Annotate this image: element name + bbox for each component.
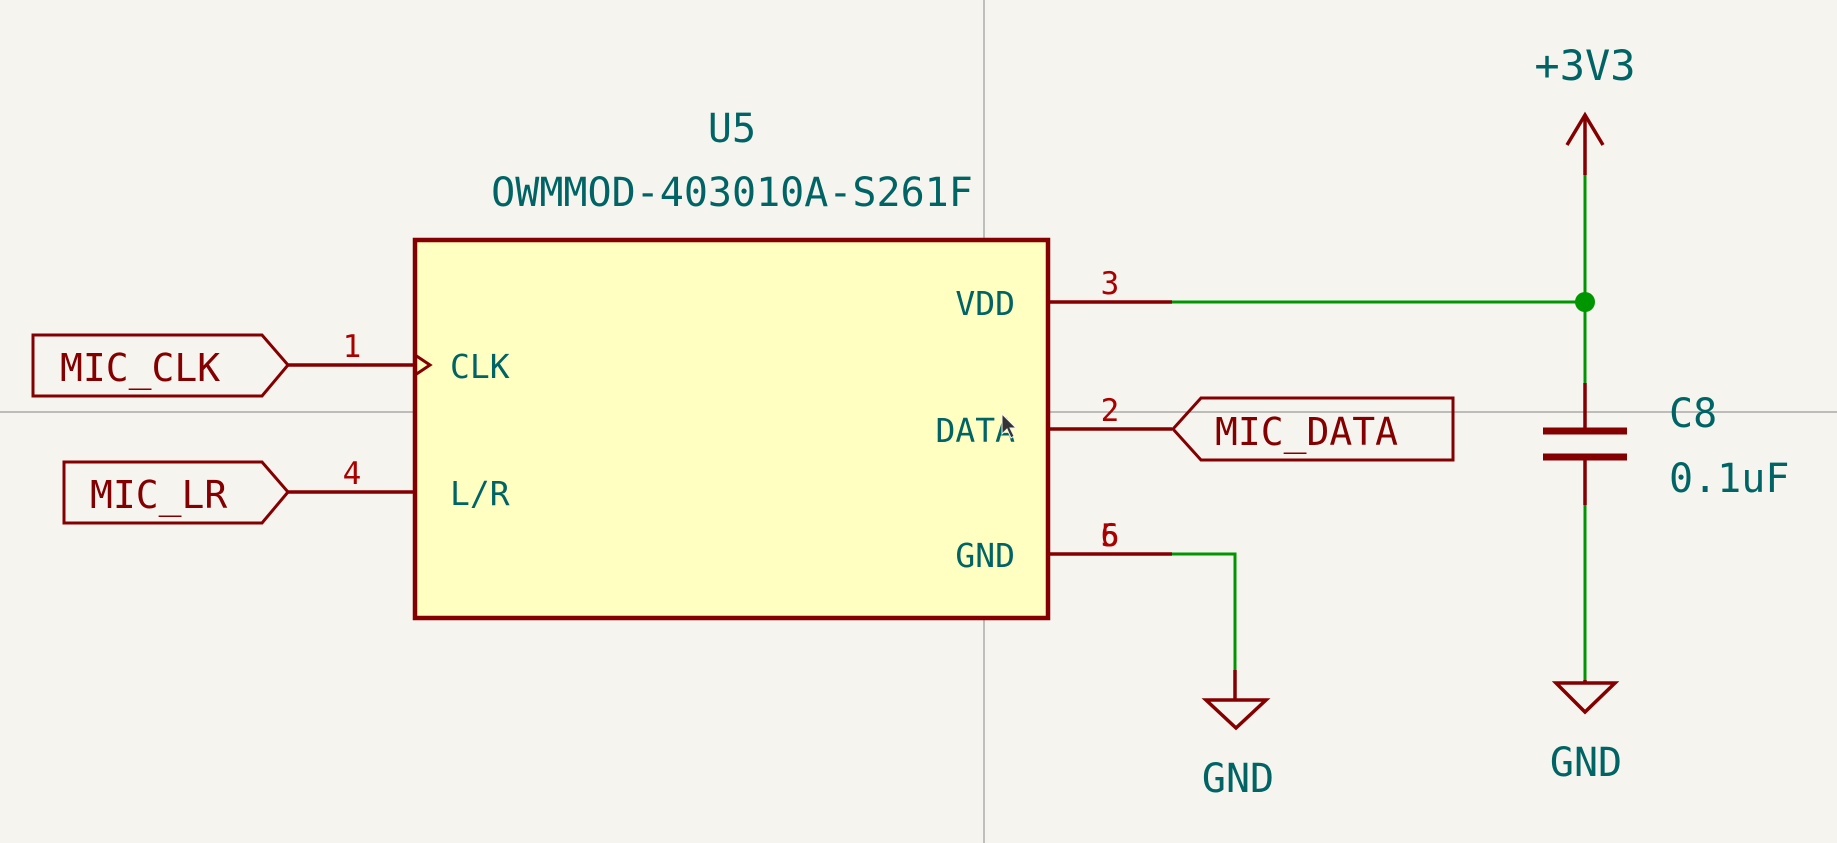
component-body[interactable] [412,237,1051,621]
ground-icon [1551,681,1620,715]
clock-triangle-icon [414,353,433,377]
component-reference[interactable]: U5 [708,106,756,152]
pin-gnd[interactable]: 6 5 GND [955,518,1172,575]
pin-name-vdd: VDD [955,284,1015,323]
pin-name-clk: CLK [450,347,510,386]
pin-clk[interactable]: 1 CLK [287,329,510,386]
pin-lr[interactable]: 4 L/R [287,456,510,513]
wire-gnd[interactable] [1172,552,1237,670]
pin-name-lr: L/R [450,474,510,513]
capacitor-value: 0.1uF [1669,456,1789,502]
gnd-symbol-left[interactable]: GND [1201,670,1274,802]
power-3v3[interactable]: +3V3 [1534,41,1636,175]
pin-number-6: 6 [1101,518,1120,554]
power-3v3-text: +3V3 [1534,41,1635,90]
component-u5[interactable]: U5 OWMMOD-403010A-S261F 1 CLK 4 L/R 3 VD… [287,106,1172,621]
pin-number-5: 5 [1101,518,1120,554]
pin-number-3: 3 [1101,266,1120,302]
pin-name-gnd: GND [955,536,1015,575]
label-mic-lr-text: MIC_LR [90,473,227,518]
junction-dot[interactable] [1575,292,1595,312]
arrow-up-icon [1565,111,1605,146]
label-mic-data-text: MIC_DATA [1215,410,1398,455]
pin-vdd[interactable]: 3 VDD [955,266,1172,323]
label-mic-clk-text: MIC_CLK [60,346,220,391]
capacitor-c8[interactable]: C8 0.1uF [1543,383,1789,505]
gnd-right-text: GND [1550,740,1622,786]
gnd-left-text: GND [1202,756,1274,802]
gnd-symbol-right[interactable]: GND [1550,680,1622,786]
pin-number-1: 1 [343,329,362,365]
mouse-pointer-icon [1001,412,1018,439]
wires[interactable] [1172,175,1595,680]
component-value[interactable]: OWMMOD-403010A-S261F [491,170,973,216]
pin-number-4: 4 [343,456,362,492]
label-mic-lr[interactable]: MIC_LR [62,460,290,525]
pin-number-2: 2 [1101,393,1120,429]
label-mic-data[interactable]: MIC_DATA [1170,396,1455,462]
ground-icon [1201,698,1271,731]
capacitor-reference: C8 [1669,391,1717,437]
label-mic-clk[interactable]: MIC_CLK [31,333,290,398]
